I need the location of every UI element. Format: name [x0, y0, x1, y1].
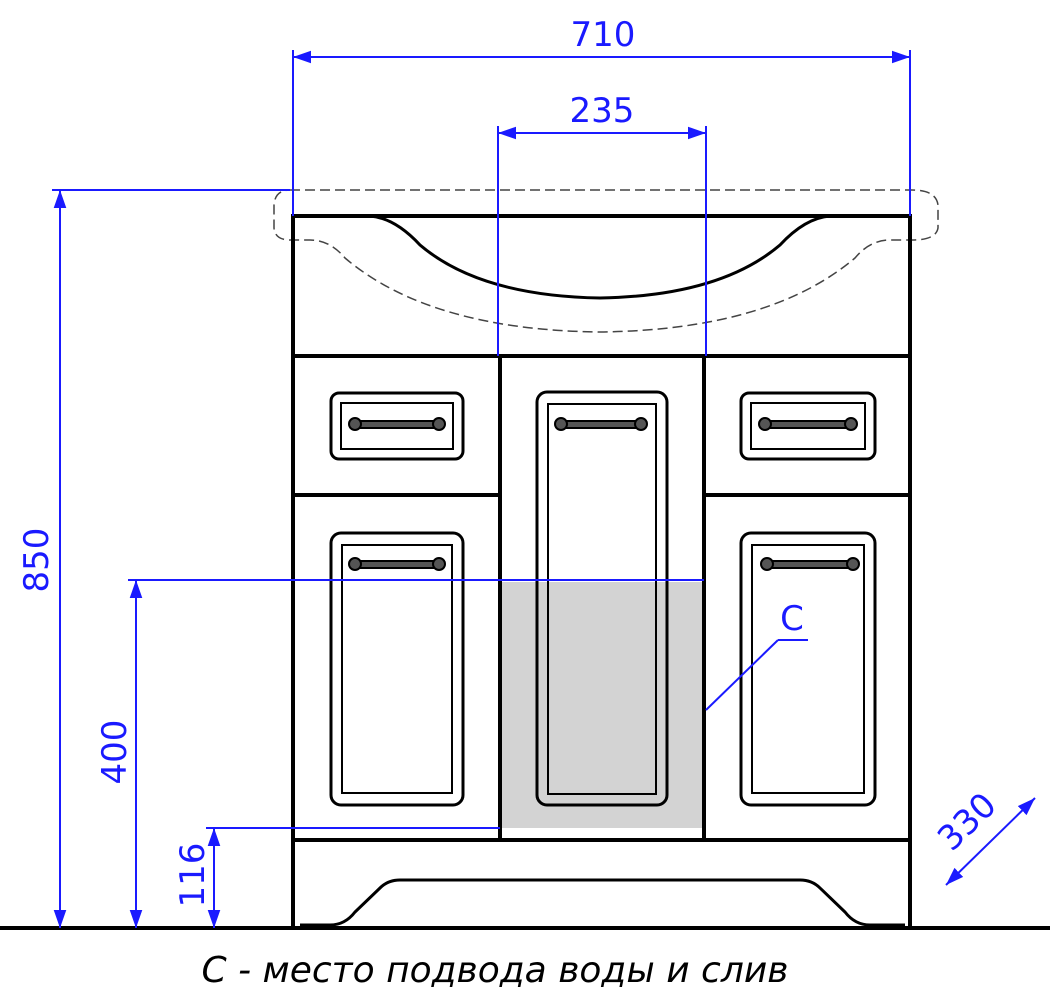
door-right: [739, 531, 877, 807]
handle-icon: [554, 417, 648, 431]
drawer-right: [739, 391, 877, 461]
drawer-left: [329, 391, 465, 461]
dim-water-top: 400: [95, 720, 135, 785]
basin-outline: [273, 189, 939, 333]
handle-icon: [760, 557, 860, 571]
dim-height-total: 850: [17, 528, 57, 593]
dim-bowl-width: 235: [570, 91, 635, 131]
dim-water-bottom: 116: [173, 843, 213, 908]
zone-label: C: [780, 599, 804, 639]
water-supply-zone: [500, 582, 704, 828]
handle-icons: [348, 417, 860, 571]
handle-icon: [348, 557, 446, 571]
dim-width-total: 710: [571, 15, 636, 55]
caption: С - место подвода воды и слив: [202, 950, 789, 991]
dim-depth: 330: [930, 785, 1004, 859]
handle-icon: [348, 417, 446, 431]
dimension-lines: [52, 50, 1036, 928]
handle-icon: [758, 417, 858, 431]
door-center: [535, 390, 669, 807]
door-left: [329, 531, 465, 807]
cabinet-body: [291, 214, 912, 930]
